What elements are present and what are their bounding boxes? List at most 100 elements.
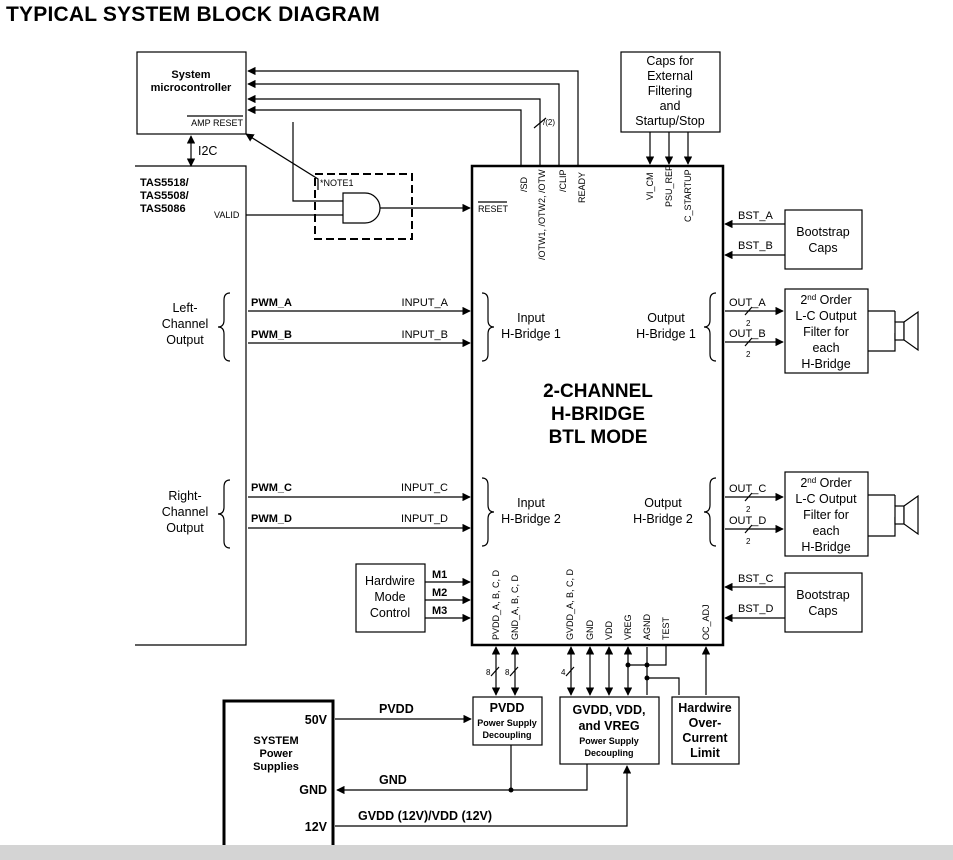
m1-label: M1	[432, 569, 447, 581]
caps-ext-label-4: and	[660, 99, 681, 113]
h-bridge-block: 2-CHANNEL H-BRIDGE BTL MODE RESET Input …	[470, 164, 725, 647]
system-power-block: SYSTEM Power Supplies 50V GND 12V	[222, 699, 335, 845]
bst-d-label: BST_D	[738, 603, 774, 615]
caps-ext-label-1: Caps for	[646, 54, 693, 68]
hw-mode-label-1: Hardwire	[365, 574, 415, 588]
gvdd-net-label: GVDD (12V)/VDD (12V)	[358, 809, 492, 823]
pin-gvdd: GVDD_A, B, C, D	[565, 568, 575, 640]
input-a-label: INPUT_A	[402, 297, 449, 309]
pin-vreg: VREG	[623, 614, 633, 640]
pin-sd: /SD	[519, 176, 529, 192]
lc-filter-bottom: 2nd Order L-C Output Filter for each H-B…	[784, 471, 869, 557]
lc-top-label-4: each	[812, 341, 839, 355]
bootstrap-top-label-2: Caps	[808, 241, 837, 255]
hardwire-mode-block: Hardwire Mode Control	[355, 563, 426, 633]
output-hb2-label-1: Output	[644, 496, 682, 510]
pin-oc-adj: OC_ADJ	[701, 604, 711, 640]
pin-agnd: AGND	[642, 613, 652, 640]
out-d-label: OUT_D	[729, 515, 766, 527]
pin-psu-ref: PSU_REF	[664, 165, 674, 207]
main-label-1: 2-CHANNEL	[543, 381, 653, 402]
i2c-label: I2C	[198, 144, 217, 158]
lc-filter-top: 2nd Order L-C Output Filter for each H-B…	[784, 288, 869, 374]
note1-label: *NOTE1	[320, 178, 354, 188]
gnd-abcd-count: 8	[505, 668, 510, 677]
pvdd-count: 8	[486, 668, 491, 677]
sys-power-label-3: Supplies	[253, 761, 299, 773]
lc-top-label-3: Filter for	[803, 325, 849, 339]
bottom-bar	[0, 845, 953, 860]
pin-vi-cm: VI_CM	[645, 172, 655, 200]
pvdd-decoupling-block: PVDD Power Supply Decoupling	[472, 696, 543, 746]
bst-b-label: BST_B	[738, 240, 773, 252]
input-hb1-label-2: H-Bridge 1	[501, 327, 561, 341]
modulator-block: TAS5518/ TAS5508/ TAS5086 VALID Left- Ch…	[135, 165, 247, 646]
bootstrap-bottom-label-1: Bootstrap	[796, 588, 850, 602]
pvdd-dec-label-2: Power Supply	[477, 718, 537, 728]
output-hb2-label-2: H-Bridge 2	[633, 512, 693, 526]
microcontroller-label-2: microcontroller	[151, 82, 232, 94]
modulator-label-2: TAS5508/	[140, 190, 189, 202]
bootstrap-top-label-1: Bootstrap	[796, 225, 850, 239]
v50-label: 50V	[305, 713, 328, 727]
main-label-3: BTL MODE	[549, 427, 648, 448]
v12-label: 12V	[305, 820, 328, 834]
pin-clip: /CLIP	[558, 169, 568, 192]
caps-ext-label-5: Startup/Stop	[635, 114, 705, 128]
right-channel-label-1: Right-	[168, 489, 201, 503]
gvdd-count: 4	[561, 668, 566, 677]
pwm-a-label: PWM_A	[251, 297, 292, 309]
input-d-label: INPUT_D	[401, 513, 448, 525]
caps-external-block: Caps for External Filtering and Startup/…	[620, 51, 721, 133]
note1-box	[314, 173, 413, 240]
lc-bottom-label-4: each	[812, 524, 839, 538]
out-a-count: 2	[746, 319, 751, 328]
pin-vdd: VDD	[604, 620, 614, 640]
m2-label: M2	[432, 587, 447, 599]
lc-top-label-5: H-Bridge	[801, 357, 850, 371]
out-a-label: OUT_A	[729, 297, 766, 309]
lc-bottom-label-2: L-C Output	[795, 492, 857, 506]
out-c-label: OUT_C	[729, 483, 766, 495]
gvdd-dec-label-4: Decoupling	[585, 748, 634, 758]
speaker-icon	[868, 310, 919, 352]
caps-ext-label-3: Filtering	[648, 84, 693, 98]
lc-bottom-label-3: Filter for	[803, 508, 849, 522]
output-hb1-label-1: Output	[647, 311, 685, 325]
hw-mode-label-2: Mode	[374, 590, 405, 604]
out-b-label: OUT_B	[729, 328, 766, 340]
pvdd-net-label: PVDD	[379, 702, 414, 716]
left-channel-label-2: Channel	[162, 317, 209, 331]
pin-test: TEST	[661, 616, 671, 640]
out-c-count: 2	[746, 505, 751, 514]
main-label-2: H-BRIDGE	[551, 404, 645, 425]
pwm-d-label: PWM_D	[251, 513, 292, 525]
pwm-b-label: PWM_B	[251, 329, 292, 341]
page-title: TYPICAL SYSTEM BLOCK DIAGRAM	[6, 3, 380, 26]
pin-ready: READY	[577, 172, 587, 203]
input-c-label: INPUT_C	[401, 482, 448, 494]
lc-top-label-2: L-C Output	[795, 309, 857, 323]
speaker-icon	[868, 494, 919, 537]
pvdd-dec-label-3: Decoupling	[483, 730, 532, 740]
modulator-label-3: TAS5086	[140, 203, 186, 215]
right-channel-label-2: Channel	[162, 505, 209, 519]
pin-c-startup: C_STARTUP	[683, 169, 693, 222]
and-gate	[342, 192, 381, 224]
pin-gnd: GND	[585, 620, 595, 641]
input-hb1-label-1: Input	[517, 311, 545, 325]
gnd-supply-label: GND	[299, 783, 327, 797]
gvdd-dec-label-2: and VREG	[578, 719, 639, 733]
m3-label: M3	[432, 605, 447, 617]
sys-power-label-2: Power	[259, 748, 293, 760]
microcontroller-block: System microcontroller AMP RESET	[136, 51, 247, 135]
ocl-label-4: Limit	[690, 746, 721, 760]
bootstrap-caps-top: Bootstrap Caps	[784, 209, 863, 270]
caps-ext-label-2: External	[647, 69, 693, 83]
pvdd-dec-label-1: PVDD	[490, 701, 525, 715]
ocl-label-2: Over-	[689, 716, 722, 730]
amp-reset-label: AMP RESET	[191, 118, 243, 128]
bst-a-label: BST_A	[738, 210, 774, 222]
pwm-c-label: PWM_C	[251, 482, 292, 494]
pin-pvdd: PVDD_A, B, C, D	[491, 569, 501, 640]
